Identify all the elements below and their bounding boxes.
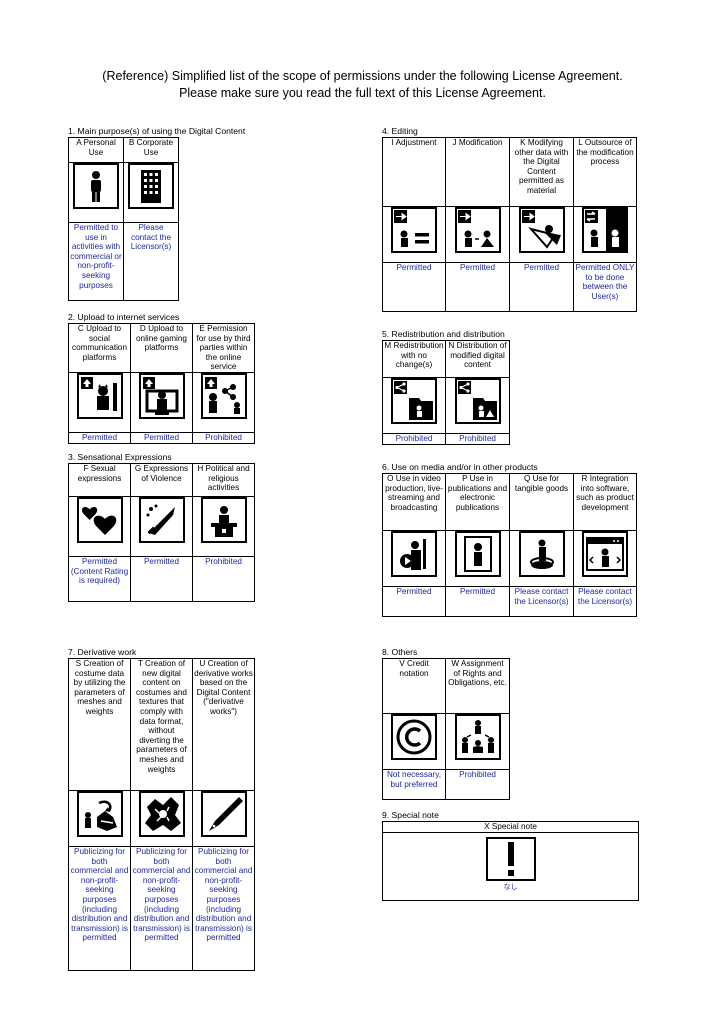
label-violence: G Expressions of Violence: [130, 463, 193, 497]
label-credit: V Credit notation: [382, 658, 446, 714]
label-upload-gaming: D Upload to online gaming platforms: [130, 323, 193, 373]
perm-outsource: Permitted ONLY to be done between the Us…: [573, 262, 637, 312]
video-icon: [391, 531, 437, 577]
modification-icon: [454, 207, 501, 253]
section-upload: 2. Upload to internet services C Upload …: [68, 312, 255, 444]
label-modification: J Modification: [445, 137, 510, 207]
texture-icon: [138, 791, 185, 837]
section-title: 4. Editing: [382, 126, 418, 136]
perm-software: Please contact the Licensor(s): [573, 586, 637, 617]
title-line-1: (Reference) Simplified list of the scope…: [102, 69, 623, 83]
perm-upload-gaming: Permitted: [130, 431, 193, 444]
adjustment-icon: [391, 207, 437, 253]
third-party-share-icon: [200, 373, 247, 419]
section-title: 6. Use on media and/or in other products: [382, 462, 538, 472]
label-redistribution: M Redistribution with no change(s): [382, 340, 446, 378]
section-title: 7. Derivative work: [68, 647, 137, 657]
section-sensational: 3. Sensational Expressions F Sexual expr…: [68, 452, 255, 602]
section-derivative: 7. Derivative work S Creation of costume…: [68, 647, 255, 971]
label-video: O Use in video production, live-streamin…: [382, 473, 446, 531]
perm-redistribution: Prohibited: [382, 433, 446, 445]
label-third-party: E Permission for use by third parties wi…: [192, 323, 255, 373]
section-special-note: 9. Special note X Special note なし: [382, 810, 639, 901]
distribution-modified-icon: [454, 378, 501, 424]
perm-distribution-modified: Prohibited: [445, 433, 510, 445]
label-corporate-use: B Corporate Use: [123, 137, 179, 163]
perm-new-content: Publicizing for both commercial and non-…: [130, 846, 193, 971]
label-adjustment: I Adjustment: [382, 137, 446, 207]
perm-modification: Permitted: [445, 262, 510, 312]
label-outsource: L Outsource of the modification process: [573, 137, 637, 207]
perm-political: Prohibited: [192, 556, 255, 602]
exclamation-icon: [485, 837, 536, 881]
section-others: 8. Others V Credit notation W Assignment…: [382, 647, 510, 800]
costume-icon: [76, 791, 123, 837]
perm-costume-data: Publicizing for both commercial and non-…: [68, 846, 131, 971]
section-title: 2. Upload to internet services: [68, 312, 180, 322]
label-publication: P Use in publications and electronic pub…: [445, 473, 510, 531]
label-costume-data: S Creation of costume data by utilizing …: [68, 658, 131, 791]
section-media: 6. Use on media and/or in other products…: [382, 462, 637, 617]
building-icon: [128, 163, 174, 209]
title-line-2: Please make sure you read the full text …: [179, 86, 546, 100]
upload-gaming-icon: [138, 373, 185, 419]
label-special-note: X Special note: [382, 821, 639, 833]
perm-tangible-goods: Please contact the Licensor(s): [509, 586, 574, 617]
publication-icon: [454, 531, 501, 577]
perm-credit: Not necessary, but preferred: [382, 769, 446, 800]
podium-icon: [200, 497, 247, 543]
redistribution-icon: [391, 378, 437, 424]
section-main-purpose: 1. Main purpose(s) of using the Digital …: [68, 126, 245, 301]
perm-assignment: Prohibited: [445, 769, 510, 800]
label-software: R Integration into software, such as pro…: [573, 473, 637, 531]
section-title: 3. Sensational Expressions: [68, 452, 172, 462]
perm-video: Permitted: [382, 586, 446, 617]
perm-violence: Permitted: [130, 556, 193, 602]
label-tangible-goods: Q Use for tangible goods: [509, 473, 574, 531]
perm-sexual: Permitted (Content Rating is required): [68, 556, 131, 602]
software-icon: [582, 531, 628, 577]
outsource-icon: [582, 207, 628, 253]
upload-social-icon: [76, 373, 123, 419]
perm-third-party: Prohibited: [192, 431, 255, 444]
person-icon: [73, 163, 119, 209]
label-assignment: W Assignment of Rights and Obligations, …: [445, 658, 510, 714]
section-title: 9. Special note: [382, 810, 439, 820]
label-material-modify: K Modifying other data with the Digital …: [509, 137, 574, 207]
section-redistribution: 5. Redistribution and distribution M Red…: [382, 329, 510, 445]
perm-upload-social: Permitted: [68, 431, 131, 444]
label-distribution-modified: N Distribution of modified digital conte…: [445, 340, 510, 378]
label-personal-use: A Personal Use: [68, 137, 124, 163]
section-editing: 4. Editing I Adjustment J Modification K…: [382, 126, 637, 312]
figure-goods-icon: [518, 531, 565, 577]
material-modify-icon: [518, 207, 565, 253]
perm-derivative-works: Publicizing for both commercial and non-…: [192, 846, 255, 971]
section-title: 8. Others: [382, 647, 418, 657]
document-title: (Reference) Simplified list of the scope…: [0, 68, 725, 102]
perm-adjustment: Permitted: [382, 262, 446, 312]
label-sexual: F Sexual expressions: [68, 463, 131, 497]
assignment-icon: [454, 714, 501, 760]
perm-corporate-use: Please contact the Licensor(s): [123, 222, 179, 301]
label-upload-social: C Upload to social communication platfor…: [68, 323, 131, 373]
label-derivative-works: U Creation of derivative works based on …: [192, 658, 255, 791]
knife-icon: [138, 497, 185, 543]
pen-icon: [200, 791, 247, 837]
copyright-icon: [391, 714, 437, 760]
section-title: 1. Main purpose(s) of using the Digital …: [68, 126, 246, 136]
label-political: H Political and religious activities: [192, 463, 255, 497]
hearts-icon: [76, 497, 123, 543]
section-title: 5. Redistribution and distribution: [382, 329, 505, 339]
perm-publication: Permitted: [445, 586, 510, 617]
perm-material-modify: Permitted: [509, 262, 574, 312]
special-note-body: なし: [503, 884, 518, 891]
perm-personal-use: Permitted to use in activities with comm…: [68, 222, 124, 301]
label-new-content: T Creation of new digital content on cos…: [130, 658, 193, 791]
